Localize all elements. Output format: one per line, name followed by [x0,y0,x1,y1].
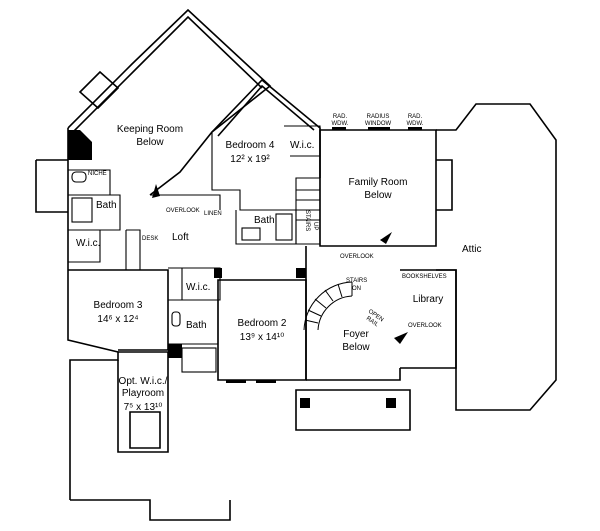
rad-wdw-right-2: WDW. [407,121,424,127]
overlook-arrows [152,184,408,344]
rad-wdw-right-1: RAD. [408,114,423,120]
rad-wdw-left-1: RAD. [333,114,348,120]
family-room-sub: Below [364,190,392,201]
radius-window-1: RADIUS [367,114,390,120]
wic-bed2-label: W.i.c. [186,282,210,293]
overlook-family-label: OVERLOOK [340,254,374,260]
keeping-room-sub: Below [136,137,164,148]
overlook-loft-label: OVERLOOK [166,208,200,214]
bookshelves-label: BOOKSHELVES [402,274,447,280]
attic-label: Attic [462,244,481,255]
family-room-label: Family Room [349,177,408,188]
radius-window-2: WINDOW [365,121,392,127]
stairs-up-label: STAIRS [304,210,310,231]
niche-label: NICHE [88,171,107,177]
window-marks [226,127,422,383]
bath-center-label: Bath [254,215,275,226]
overlook-foyer-label: OVERLOOK [408,323,442,329]
wic-bed4-label: W.i.c. [290,140,314,151]
bedroom2-label: Bedroom 2 [238,318,287,329]
stairs-on-dir: ON [352,286,361,292]
outer-walls [35,8,557,521]
stairs-up-dir: UP [312,222,318,230]
stairs-on-label: STAIRS [346,278,367,284]
playroom-label-1: Opt. W.i.c./ [119,376,168,387]
wic-left-label: W.i.c. [76,238,100,249]
library-label: Library [413,294,444,305]
interior-walls [68,125,321,373]
playroom-dim: 7⁵ x 13¹⁰ [124,402,163,413]
bath-left-label: Bath [96,200,117,211]
foyer-label: Foyer [343,329,369,340]
spiral-stair [303,281,353,331]
playroom-label-2: Playroom [122,388,164,399]
linen-label: LINEN [204,211,222,217]
loft-label: Loft [172,232,189,243]
desk-label: DESK [142,236,158,242]
bedroom4-dim: 12² x 19² [230,154,270,165]
bath-bed2-label: Bath [186,320,207,331]
bedroom3-dim: 14⁶ x 12⁴ [97,314,138,325]
foyer-sub: Below [342,342,370,353]
rad-wdw-left-2: WDW. [332,121,349,127]
bedroom3-label: Bedroom 3 [94,300,143,311]
bedroom4-label: Bedroom 4 [226,140,275,151]
wall-solids [68,130,396,408]
bedroom2-dim: 13⁹ x 14¹⁰ [240,332,284,343]
keeping-room-label: Keeping Room [117,124,183,135]
